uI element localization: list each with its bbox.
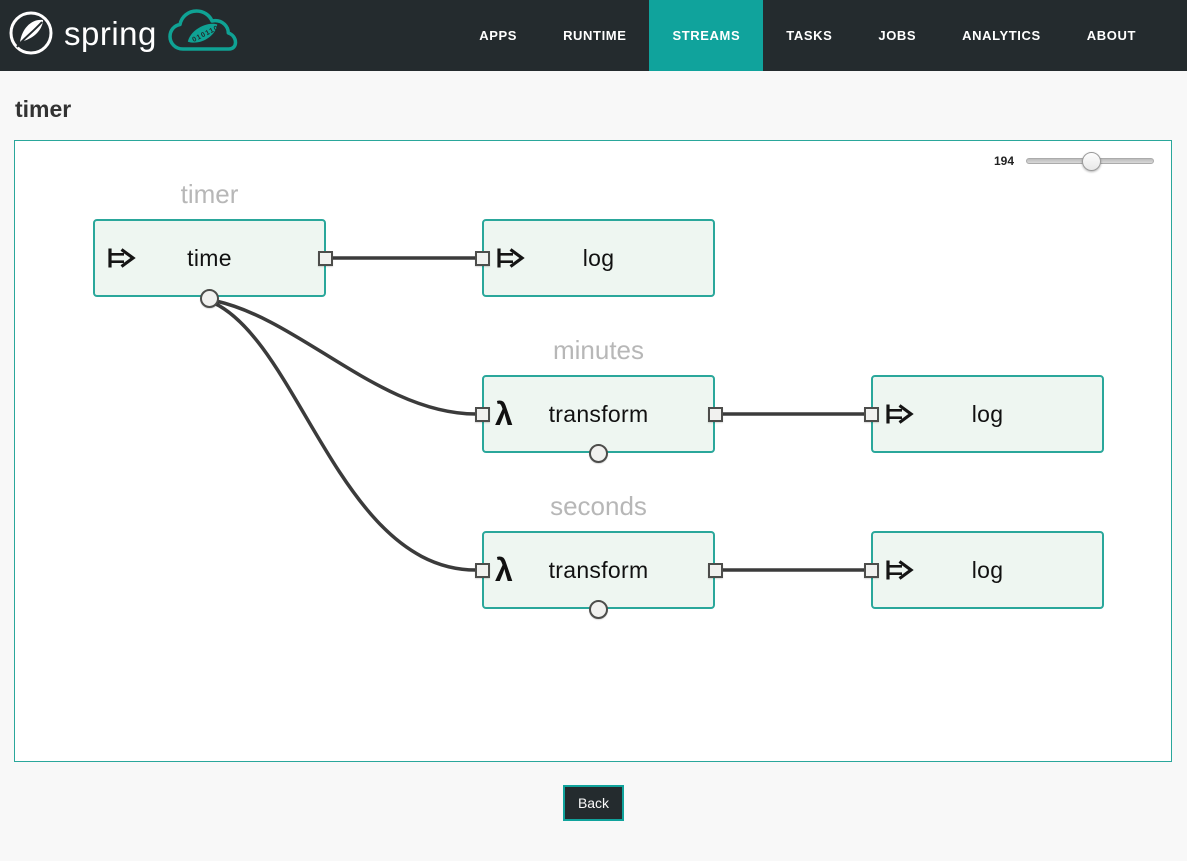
stream-links-layer <box>212 256 873 572</box>
back-button[interactable]: Back <box>562 785 625 821</box>
node-log-timer[interactable]: log <box>482 219 715 297</box>
nav-item-analytics[interactable]: ANALYTICS <box>962 28 1041 43</box>
cloud-dataflow-icon: 0101101 <box>167 7 239 64</box>
brand-text: spring <box>64 15 157 52</box>
brand[interactable]: spring 0101101 <box>0 0 239 71</box>
top-navbar: spring 0101101 APPS RUNTIME STREAMS TASK… <box>0 0 1187 71</box>
node-label: log <box>582 244 615 271</box>
pipe-arrow-icon <box>108 247 136 269</box>
node-label: time <box>187 244 232 271</box>
lambda-icon: λ <box>495 396 513 432</box>
tap-link-time-to-seconds <box>212 301 478 572</box>
lambda-icon: λ <box>495 552 513 588</box>
zoom-slider-track[interactable] <box>1026 152 1154 171</box>
node-label: transform <box>548 400 649 427</box>
stream-label-timer: timer <box>180 179 239 209</box>
node-log-seconds[interactable]: log <box>871 531 1104 609</box>
node-log-minutes[interactable]: log <box>871 375 1104 453</box>
nav-item-runtime[interactable]: RUNTIME <box>563 28 627 43</box>
stream-label-minutes: minutes <box>552 335 645 365</box>
nav-item-about[interactable]: ABOUT <box>1086 28 1136 43</box>
tap-port-time <box>199 288 219 308</box>
input-port-transform-seconds <box>474 562 490 578</box>
node-label: log <box>971 556 1004 583</box>
nav-menu: APPS RUNTIME STREAMS TASKS JOBS ANALYTIC… <box>456 0 1159 71</box>
input-port-log-minutes <box>863 406 879 422</box>
node-label: log <box>971 400 1004 427</box>
page-title: timer <box>15 96 72 122</box>
zoom-slider-thumb[interactable] <box>1082 152 1101 171</box>
stream-label-seconds: seconds <box>550 491 647 521</box>
spring-leaf-logo-icon <box>8 10 54 61</box>
nav-item-streams[interactable]: STREAMS <box>649 0 764 71</box>
tap-port-transform-seconds <box>588 599 608 619</box>
node-transform-seconds[interactable]: λ transform <box>482 531 715 609</box>
zoom-control: 194 <box>994 149 1154 173</box>
output-port-time <box>318 250 333 266</box>
pipe-arrow-icon <box>497 247 525 269</box>
input-port-log-seconds <box>863 562 879 578</box>
stream-graph-canvas: 194 timer minutes seconds time <box>14 140 1172 762</box>
output-port-transform-minutes <box>707 406 723 422</box>
nav-item-jobs[interactable]: JOBS <box>878 28 917 43</box>
tap-port-transform-minutes <box>588 443 608 463</box>
output-port-transform-seconds <box>707 562 723 578</box>
zoom-value: 194 <box>993 154 1014 168</box>
input-port-transform-minutes <box>474 406 490 422</box>
nav-item-apps[interactable]: APPS <box>479 28 518 43</box>
node-transform-minutes[interactable]: λ transform <box>482 375 715 453</box>
nav-item-tasks[interactable]: TASKS <box>786 28 833 43</box>
tap-link-time-to-minutes <box>214 299 478 416</box>
pipe-arrow-icon <box>886 559 914 581</box>
input-port-log-timer <box>474 250 490 266</box>
node-label: transform <box>548 556 649 583</box>
node-time[interactable]: time <box>93 219 326 297</box>
pipe-arrow-icon <box>886 403 914 425</box>
footer-bar: Back <box>0 762 1187 821</box>
